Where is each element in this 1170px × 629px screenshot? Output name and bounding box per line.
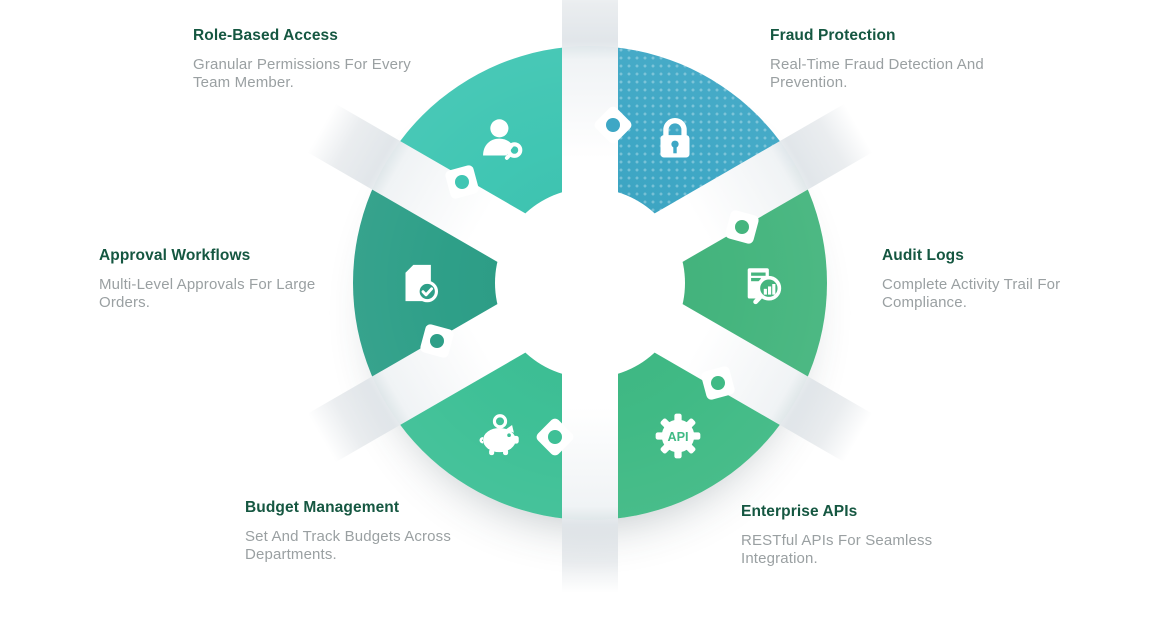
feature-label-role-based-access: Role-Based Access Granular Permissions F… bbox=[193, 27, 415, 92]
dot-audit-logs bbox=[735, 220, 749, 234]
document-check-icon bbox=[391, 254, 449, 312]
dot-enterprise-apis bbox=[711, 376, 725, 390]
feature-label-enterprise-apis: Enterprise APIs RESTful APIs For Seamles… bbox=[741, 503, 941, 568]
padlock-icon bbox=[646, 111, 704, 169]
dot-role-based-access bbox=[455, 175, 469, 189]
piggy-bank-icon bbox=[471, 405, 529, 463]
feature-label-audit-logs: Audit Logs Complete Activity Trail For C… bbox=[882, 247, 1082, 312]
feature-description: RESTful APIs For Seamless Integration. bbox=[741, 532, 933, 567]
feature-description: Complete Activity Trail For Compliance. bbox=[882, 276, 1061, 311]
feature-title: Audit Logs bbox=[882, 247, 964, 264]
feature-title: Budget Management bbox=[245, 499, 400, 516]
feature-description: Real-Time Fraud Detection And Prevention… bbox=[770, 56, 984, 91]
dot-approval-workflows bbox=[430, 334, 444, 348]
api-gear-icon: API bbox=[649, 407, 707, 465]
feature-label-budget-management: Budget Management Set And Track Budgets … bbox=[245, 499, 459, 564]
dot-budget-management bbox=[548, 430, 562, 444]
feature-description: Granular Permissions For Every Team Memb… bbox=[193, 56, 411, 91]
feature-label-fraud-protection: Fraud Protection Real-Time Fraud Detecti… bbox=[770, 27, 1002, 92]
dot-fraud-protection bbox=[606, 118, 620, 132]
feature-title: Enterprise APIs bbox=[741, 503, 858, 520]
feature-title: Role-Based Access bbox=[193, 27, 338, 44]
user-key-icon bbox=[474, 112, 532, 170]
feature-label-approval-workflows: Approval Workflows Multi-Level Approvals… bbox=[99, 247, 319, 312]
api-icon-label: API bbox=[667, 430, 688, 444]
feature-description: Multi-Level Approvals For Large Orders. bbox=[99, 276, 316, 311]
feature-wheel: API bbox=[307, 0, 873, 593]
feature-title: Fraud Protection bbox=[770, 27, 896, 44]
feature-title: Approval Workflows bbox=[99, 247, 251, 264]
feature-description: Set And Track Budgets Across Departments… bbox=[245, 528, 451, 563]
report-magnifier-icon bbox=[732, 255, 790, 313]
